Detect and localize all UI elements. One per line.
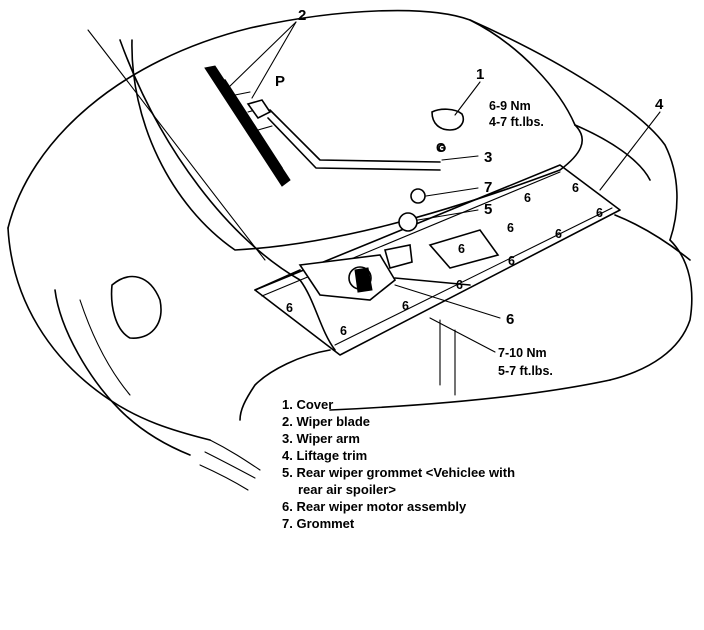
bolt-label: 6 bbox=[456, 278, 463, 292]
bolt-label: 6 bbox=[340, 324, 347, 338]
legend-item: 4. Liftage trim bbox=[282, 448, 367, 463]
callout-6: 6 bbox=[506, 311, 514, 328]
rear-wiper-grommet-part bbox=[398, 212, 418, 232]
motor-torque-ftlbs: 5-7 ft.lbs. bbox=[498, 364, 553, 378]
callout-numbers: 2 P 1 4 3 7 5 6 bbox=[275, 7, 664, 328]
cover-torque-ftlbs: 4-7 ft.lbs. bbox=[489, 115, 544, 129]
bolt-label: 6 bbox=[286, 301, 293, 315]
wiper-arm bbox=[246, 99, 441, 171]
parts-legend: 1. Cover 2. Wiper blade 3. Wiper arm 4. … bbox=[282, 397, 515, 531]
callout-p: P bbox=[275, 73, 285, 90]
screw-label: G bbox=[436, 141, 446, 155]
bolt-label: 6 bbox=[524, 191, 531, 205]
legend-item: 5. Rear wiper grommet <Vehiclee with bbox=[282, 465, 515, 480]
callout-leaders bbox=[227, 21, 661, 353]
torque-specs: 6-9 Nm 4-7 ft.lbs. 7-10 Nm 5-7 ft.lbs. bbox=[489, 99, 553, 378]
legend-item: 6. Rear wiper motor assembly bbox=[282, 499, 467, 514]
cover-part bbox=[431, 108, 465, 131]
grommet-part bbox=[410, 188, 426, 204]
bolt-label: 6 bbox=[596, 206, 603, 220]
legend-item: 3. Wiper arm bbox=[282, 431, 360, 446]
nut bbox=[438, 144, 446, 152]
bolt-label: 6 bbox=[508, 254, 515, 268]
legend-item: 7. Grommet bbox=[282, 516, 355, 531]
bolt-label: 6 bbox=[402, 299, 409, 313]
callout-3: 3 bbox=[484, 149, 492, 166]
bolt-label: 6 bbox=[572, 181, 579, 195]
legend-item: rear air spoiler> bbox=[298, 482, 396, 497]
cover-torque-nm: 6-9 Nm bbox=[489, 99, 531, 113]
legend-item: 2. Wiper blade bbox=[282, 414, 370, 429]
bolt-label: 6 bbox=[507, 221, 514, 235]
legend-item: 1. Cover bbox=[282, 397, 333, 412]
rear-wiper-motor-assembly bbox=[254, 244, 471, 301]
callout-1: 1 bbox=[476, 66, 484, 83]
panel-hardware-labels: 6 6 6 6 6 6 6 6 6 6 6 G bbox=[286, 141, 603, 338]
callout-7: 7 bbox=[484, 179, 492, 196]
callout-2: 2 bbox=[298, 7, 306, 24]
car-body-outline bbox=[7, 9, 693, 491]
wiper-blade bbox=[204, 65, 291, 187]
callout-5: 5 bbox=[484, 201, 492, 218]
bolt-label: 6 bbox=[458, 242, 465, 256]
bolt-label: 6 bbox=[555, 227, 562, 241]
motor-torque-nm: 7-10 Nm bbox=[498, 346, 547, 360]
liftgate-trim-handle bbox=[428, 229, 500, 269]
callout-4: 4 bbox=[655, 96, 664, 113]
